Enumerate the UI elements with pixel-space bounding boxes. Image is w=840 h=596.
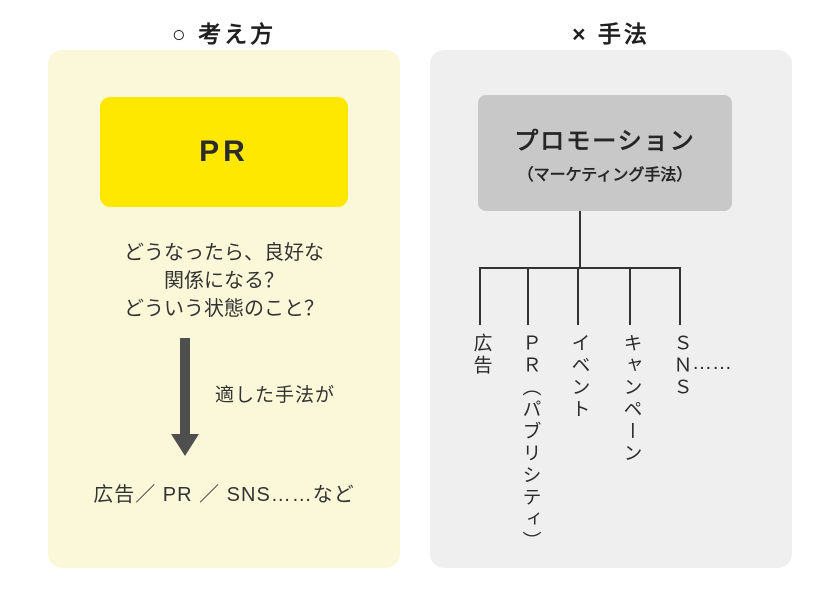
tree-stem-line [579, 211, 581, 267]
question-line: 関係になる？ [164, 270, 284, 292]
arrow-label: 適した手法が [215, 385, 336, 406]
question-line: どうなったら、良好な [124, 242, 324, 264]
branch-ellipsis: …… [692, 352, 732, 374]
tree-branch-line [527, 267, 529, 325]
thinking-panel: PR どうなったら、良好な 関係になる？ どういう状態のこと？ 適した手法が 広… [48, 50, 400, 568]
branch-label-campaign: キャンペーン [620, 333, 642, 465]
left-column-title: ○ 考え方 [171, 21, 277, 47]
question-text: どうなったら、良好な 関係になる？ どういう状態のこと？ [48, 239, 400, 323]
branch-label-event: イベント [568, 333, 590, 421]
tree-branch-line [577, 267, 579, 325]
arrow-head [171, 434, 199, 456]
down-arrow-icon [171, 338, 199, 456]
arrow-shaft [180, 338, 190, 434]
branch-label-sns: ＳＮＳ [670, 333, 692, 399]
methods-panel: プロモーション （マーケティング手法） 広告 ＰＲ（パブリシティ） イベント キ… [430, 50, 792, 568]
tree-branch-line [479, 267, 481, 325]
right-column-title: × 手法 [572, 21, 650, 47]
tree-horizontal-line [479, 267, 681, 269]
question-line: どういう状態のこと？ [124, 298, 324, 320]
promotion-box-title: プロモーション [514, 128, 696, 155]
branch-label-pr-publicity: ＰＲ（パブリシティ） [519, 333, 541, 553]
pr-box-label: PR [199, 135, 249, 168]
tree-branch-line [679, 267, 681, 325]
promotion-box: プロモーション （マーケティング手法） [478, 95, 732, 211]
result-text: 広告／ PR ／ SNS……など [93, 484, 355, 506]
pr-box: PR [100, 97, 348, 207]
promotion-box-subtitle: （マーケティング手法） [517, 167, 693, 184]
branch-label-advertising: 広告 [470, 333, 492, 377]
tree-branch-line [629, 267, 631, 325]
